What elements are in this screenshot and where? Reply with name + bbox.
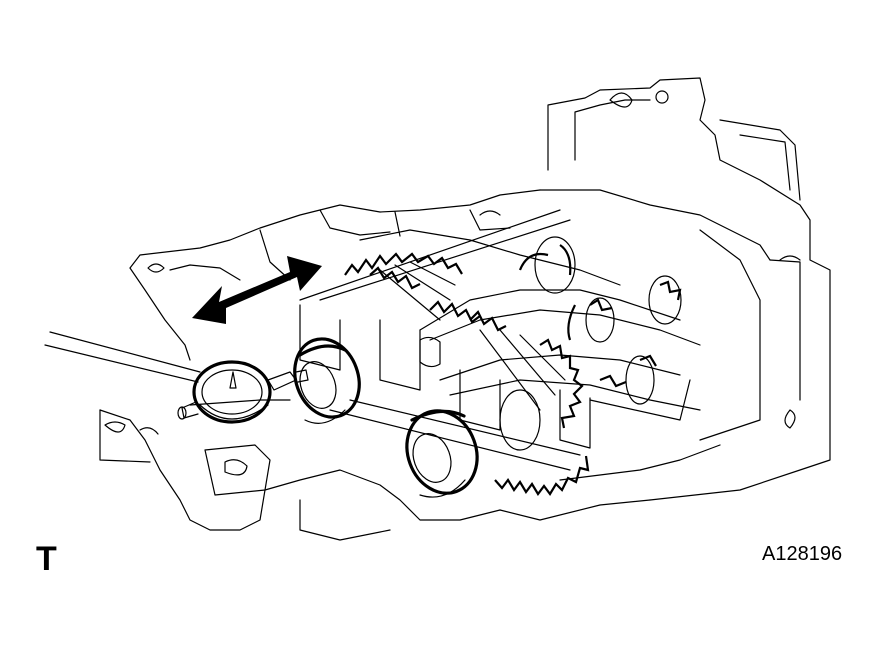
pulley-upper — [293, 337, 361, 424]
shaft-assembly — [299, 229, 701, 451]
figure-id-label: A128196 — [762, 543, 843, 565]
dial-indicator-icon — [44, 331, 309, 424]
gear-teeth — [344, 244, 682, 496]
pulley-lower — [405, 409, 479, 498]
corner-mark-label: T — [36, 540, 57, 578]
double-headed-arrow-icon — [192, 256, 322, 324]
engine-block-outline — [99, 77, 831, 541]
